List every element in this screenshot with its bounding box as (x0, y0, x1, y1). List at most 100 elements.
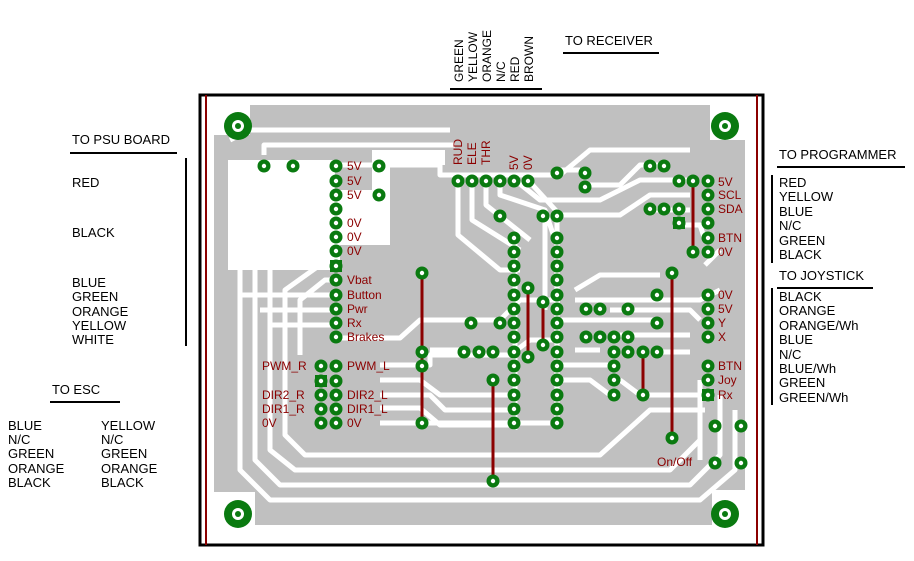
drill-hole (554, 377, 560, 383)
drill-hole (419, 270, 425, 276)
drill-hole (540, 213, 546, 219)
wire-color-label: ORANGE/Wh (779, 317, 859, 333)
silkscreen-label: 5V (507, 155, 521, 170)
drill-hole (738, 460, 744, 466)
mounting-holes (224, 112, 739, 528)
drill-hole (554, 263, 560, 269)
drill-hole (511, 334, 517, 340)
drill-hole (705, 249, 711, 255)
drill-hole (705, 363, 711, 369)
drill-hole (525, 178, 531, 184)
drill-hole (705, 235, 711, 241)
silkscreen-label: RUD (451, 139, 465, 165)
drill-hole (611, 363, 617, 369)
silkscreen-label: 0V (347, 216, 362, 230)
drill-hole (554, 420, 560, 426)
receiver-wire-label: BROWN (522, 36, 536, 82)
drill-hole (333, 248, 339, 254)
silkscreen-label: PWM_L (347, 359, 390, 373)
drill-hole (419, 420, 425, 426)
drill-hole (455, 178, 461, 184)
drill-hole (376, 163, 382, 169)
drill-hole (611, 334, 617, 340)
wire-color-label: YELLOW (72, 318, 127, 333)
silkscreen-label: 5V (347, 188, 362, 202)
drill-hole (676, 178, 682, 184)
wire-color-label: GREEN/Wh (779, 389, 849, 405)
to-psu-board-header: TO PSU BOARD (72, 132, 171, 147)
silkscreen-label: Brakes (347, 330, 384, 344)
wire-color-label: N/C (8, 432, 31, 448)
drill-hole (511, 292, 517, 298)
drill-hole (554, 363, 560, 369)
silkscreen-label: 5V (347, 159, 362, 173)
drill-hole (554, 170, 560, 176)
wire-color-label: YELLOW (779, 189, 834, 205)
drill-hole (511, 249, 517, 255)
silkscreen-label: 0V (347, 416, 362, 430)
drill-hole (705, 306, 711, 312)
wire-color-label: BLUE (779, 332, 813, 348)
drill-hole (511, 277, 517, 283)
drill-hole (333, 277, 339, 283)
drill-hole (490, 377, 496, 383)
drill-hole (261, 163, 267, 169)
silkscreen-label: SDA (718, 202, 743, 216)
drill-hole (705, 392, 711, 398)
silkscreen-label: Button (347, 288, 382, 302)
silkscreen-label: 0V (347, 230, 362, 244)
silkscreen-label: DIR1_L (347, 402, 388, 416)
drill-hole (419, 363, 425, 369)
drill-hole (554, 213, 560, 219)
drill-hole (597, 306, 603, 312)
receiver-wire-label: GREEN (452, 39, 466, 82)
drill-hole (468, 320, 474, 326)
wire-color-label: BLACK (779, 289, 822, 304)
drill-hole (625, 349, 631, 355)
drill-hole (705, 320, 711, 326)
drill-hole (647, 163, 653, 169)
drill-hole (511, 420, 517, 426)
wire-color-label: GREEN (101, 446, 148, 462)
drill-hole (640, 349, 646, 355)
silkscreen-label: DIR2_R (262, 388, 305, 402)
drill-hole (333, 392, 339, 398)
programmer-bracket (771, 175, 773, 263)
clearance-top (372, 150, 445, 190)
drill-hole (511, 406, 517, 412)
drill-hole (511, 178, 517, 184)
drill-hole (476, 349, 482, 355)
pads (257, 159, 748, 488)
silkscreen-label: Joy (718, 373, 737, 387)
silkscreen-label: PWM_R (262, 359, 307, 373)
wire-color-label: RED (72, 175, 100, 190)
drill-hole (654, 292, 660, 298)
drill-hole (705, 377, 711, 383)
drill-hole (676, 220, 682, 226)
silkscreen-label: Rx (347, 316, 362, 330)
drill-hole (540, 299, 546, 305)
silkscreen-label: 0V (718, 245, 733, 259)
drill-hole (333, 263, 339, 269)
silkscreen-label: Rx (718, 388, 733, 402)
drill-hole (625, 334, 631, 340)
drill-hole (690, 249, 696, 255)
drill-hole (690, 178, 696, 184)
to-receiver-header: TO RECEIVER (565, 33, 653, 48)
wire-color-label: BLUE (8, 418, 42, 433)
wire-color-label: BLUE (72, 275, 106, 290)
drill-hole (611, 377, 617, 383)
wire-color-label: BLUE/Wh (779, 361, 837, 376)
drill-hole (582, 170, 588, 176)
clearance-top-left (228, 160, 390, 270)
drill-hole (525, 285, 531, 291)
drill-hole (669, 435, 675, 441)
drill-hole (497, 178, 503, 184)
drill-hole (497, 320, 503, 326)
silkscreen-label: Y (718, 316, 726, 330)
drill-hole (554, 320, 560, 326)
drill-hole (705, 334, 711, 340)
to-esc-underline (50, 401, 120, 403)
silkscreen-label: 5V (718, 302, 733, 316)
